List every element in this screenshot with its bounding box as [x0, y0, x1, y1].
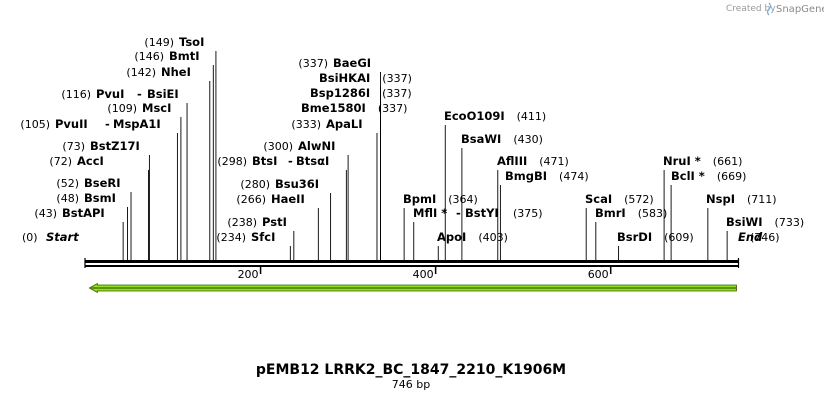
- feature-arrow: [88, 282, 737, 294]
- site-label-mspa1i[interactable]: MspA1I: [113, 117, 161, 131]
- site-label-bsihkai[interactable]: BsiHKAI: [319, 71, 370, 85]
- site-label-ecoo109i[interactable]: EcoO109I: [444, 109, 505, 123]
- site-label-baegi[interactable]: BaeGI: [333, 56, 371, 70]
- map-length: 746 bp: [392, 378, 430, 391]
- site-label-separator: -: [137, 87, 142, 101]
- site-position-acci: (72): [49, 155, 72, 168]
- site-label-psti[interactable]: PstI: [262, 215, 287, 229]
- site-position-sfci: (234): [216, 231, 246, 244]
- tick-label: 600: [588, 268, 609, 281]
- site-label-pvui[interactable]: PvuI: [96, 87, 124, 101]
- site-position-afliii: (471): [539, 155, 569, 168]
- site-position-psti: (238): [227, 216, 257, 229]
- snapgene-logo: [766, 2, 772, 16]
- site-position-baegi: (337): [298, 57, 328, 70]
- site-position-bsiwi: (733): [775, 216, 805, 229]
- site-label-alwni[interactable]: AlwNI: [298, 139, 335, 153]
- start-label: Start: [46, 230, 79, 244]
- site-position-pvui: (116): [61, 88, 91, 101]
- site-label-msci[interactable]: MscI: [142, 101, 171, 115]
- site-label-apali[interactable]: ApaLI: [326, 117, 363, 131]
- site-label-acci[interactable]: AccI: [77, 154, 104, 168]
- site-position-bsu36i: (280): [240, 178, 270, 191]
- site-label-bsrdi[interactable]: BsrDI: [617, 230, 652, 244]
- site-position-bcli: (669): [717, 170, 747, 183]
- site-label-btsi[interactable]: BtsI: [252, 154, 277, 168]
- site-label-bsawi[interactable]: BsaWI: [461, 132, 501, 146]
- site-label-haeii[interactable]: HaeII: [271, 192, 305, 206]
- site-position-msci: (109): [107, 102, 137, 115]
- site-position-bmri: (583): [638, 207, 668, 220]
- watermark-prefix: Created by: [726, 4, 776, 14]
- site-label-nrui[interactable]: NruI *: [663, 154, 701, 168]
- site-position-haeii: (266): [236, 193, 266, 206]
- site-position-bsihkai: (337): [382, 72, 412, 85]
- site-position-bsmi: (48): [56, 192, 79, 205]
- ruler-ticks: 200 400 600: [238, 267, 612, 281]
- site-position-bstz17i: (73): [62, 140, 85, 153]
- site-position-apali: (333): [291, 118, 321, 131]
- site-label-bsu36i[interactable]: Bsu36I: [275, 177, 319, 191]
- site-label-pvuii[interactable]: PvuII: [55, 117, 88, 131]
- site-position-nspi: (711): [747, 193, 777, 206]
- site-label-bseri[interactable]: BseRI: [84, 176, 121, 190]
- site-label-separator: -: [288, 154, 293, 168]
- site-position-bpmi: (364): [448, 193, 478, 206]
- site-position-nhei: (142): [126, 66, 156, 79]
- site-position-scai: (572): [624, 193, 654, 206]
- site-label-bsiei[interactable]: BsiEI: [147, 87, 179, 101]
- site-label-bmgbi[interactable]: BmgBI: [505, 169, 547, 183]
- site-label-bstyi[interactable]: BstYI: [465, 206, 499, 220]
- map-title: pEMB12 LRRK2_BC_1847_2210_K1906M: [256, 362, 566, 378]
- site-label-apoi[interactable]: ApoI: [437, 230, 466, 244]
- site-label-scai[interactable]: ScaI: [585, 192, 612, 206]
- site-label-bpmi[interactable]: BpmI: [403, 192, 436, 206]
- site-position-bmgbi: (474): [559, 170, 589, 183]
- site-label-separator: -: [456, 206, 461, 220]
- tick-label: 400: [413, 268, 434, 281]
- site-position-nrui: (661): [713, 155, 743, 168]
- site-position-bsawi: (430): [513, 133, 543, 146]
- site-label-tsoi[interactable]: TsoI: [179, 35, 204, 49]
- sequence-backbone: [84, 258, 740, 268]
- site-label-bstapi[interactable]: BstAPI: [62, 206, 105, 220]
- site-label-nhei[interactable]: NheI: [161, 65, 191, 79]
- site-label-afliii[interactable]: AflIII: [497, 154, 527, 168]
- site-position-bsp1286i: (337): [382, 87, 412, 100]
- site-label-mfli[interactable]: MflI *: [413, 206, 447, 220]
- site-position-ecoo109i: (411): [517, 110, 547, 123]
- site-label-bcli[interactable]: BclI *: [671, 169, 705, 183]
- site-position-tsoi: (149): [144, 36, 174, 49]
- watermark-brand: SnapGene: [776, 4, 824, 15]
- tick-label: 200: [238, 268, 259, 281]
- site-position-bmti: (146): [134, 50, 164, 63]
- site-position-bsrdi: (609): [664, 231, 694, 244]
- end-label: End: [738, 230, 763, 244]
- site-position-bstapi: (43): [34, 207, 57, 220]
- site-lines: [122, 51, 728, 260]
- site-position-btsi: (298): [217, 155, 247, 168]
- site-labels: BstAPI (43) BsmI (48) BseRI (52) AccI (72) BstZ1…: [20, 35, 804, 244]
- site-label-bts-i[interactable]: BtsαI: [296, 154, 329, 168]
- site-label-bmti[interactable]: BmtI: [169, 49, 200, 63]
- site-position-alwni: (300): [263, 140, 293, 153]
- end-position: (746): [750, 231, 780, 244]
- start-position: (0): [22, 231, 38, 244]
- site-label-bstz17i[interactable]: BstZ17I: [90, 139, 140, 153]
- site-label-bme1580i[interactable]: Bme1580I: [301, 101, 366, 115]
- site-label-bmri[interactable]: BmrI: [595, 206, 626, 220]
- site-position-bme1580i: (337): [378, 102, 408, 115]
- site-label-nspi[interactable]: NspI: [706, 192, 735, 206]
- site-label-sfci[interactable]: SfcI: [251, 230, 275, 244]
- site-label-bsiwi[interactable]: BsiWI: [726, 215, 763, 229]
- site-position-bseri: (52): [56, 177, 79, 190]
- site-label-separator: -: [105, 117, 110, 131]
- site-position-apoi: (403): [478, 231, 508, 244]
- site-position-mfli: (375): [513, 207, 543, 220]
- site-position-pvuii: (105): [20, 118, 50, 131]
- site-label-bsp1286i[interactable]: Bsp1286I: [310, 86, 370, 100]
- site-label-bsmi[interactable]: BsmI: [84, 191, 116, 205]
